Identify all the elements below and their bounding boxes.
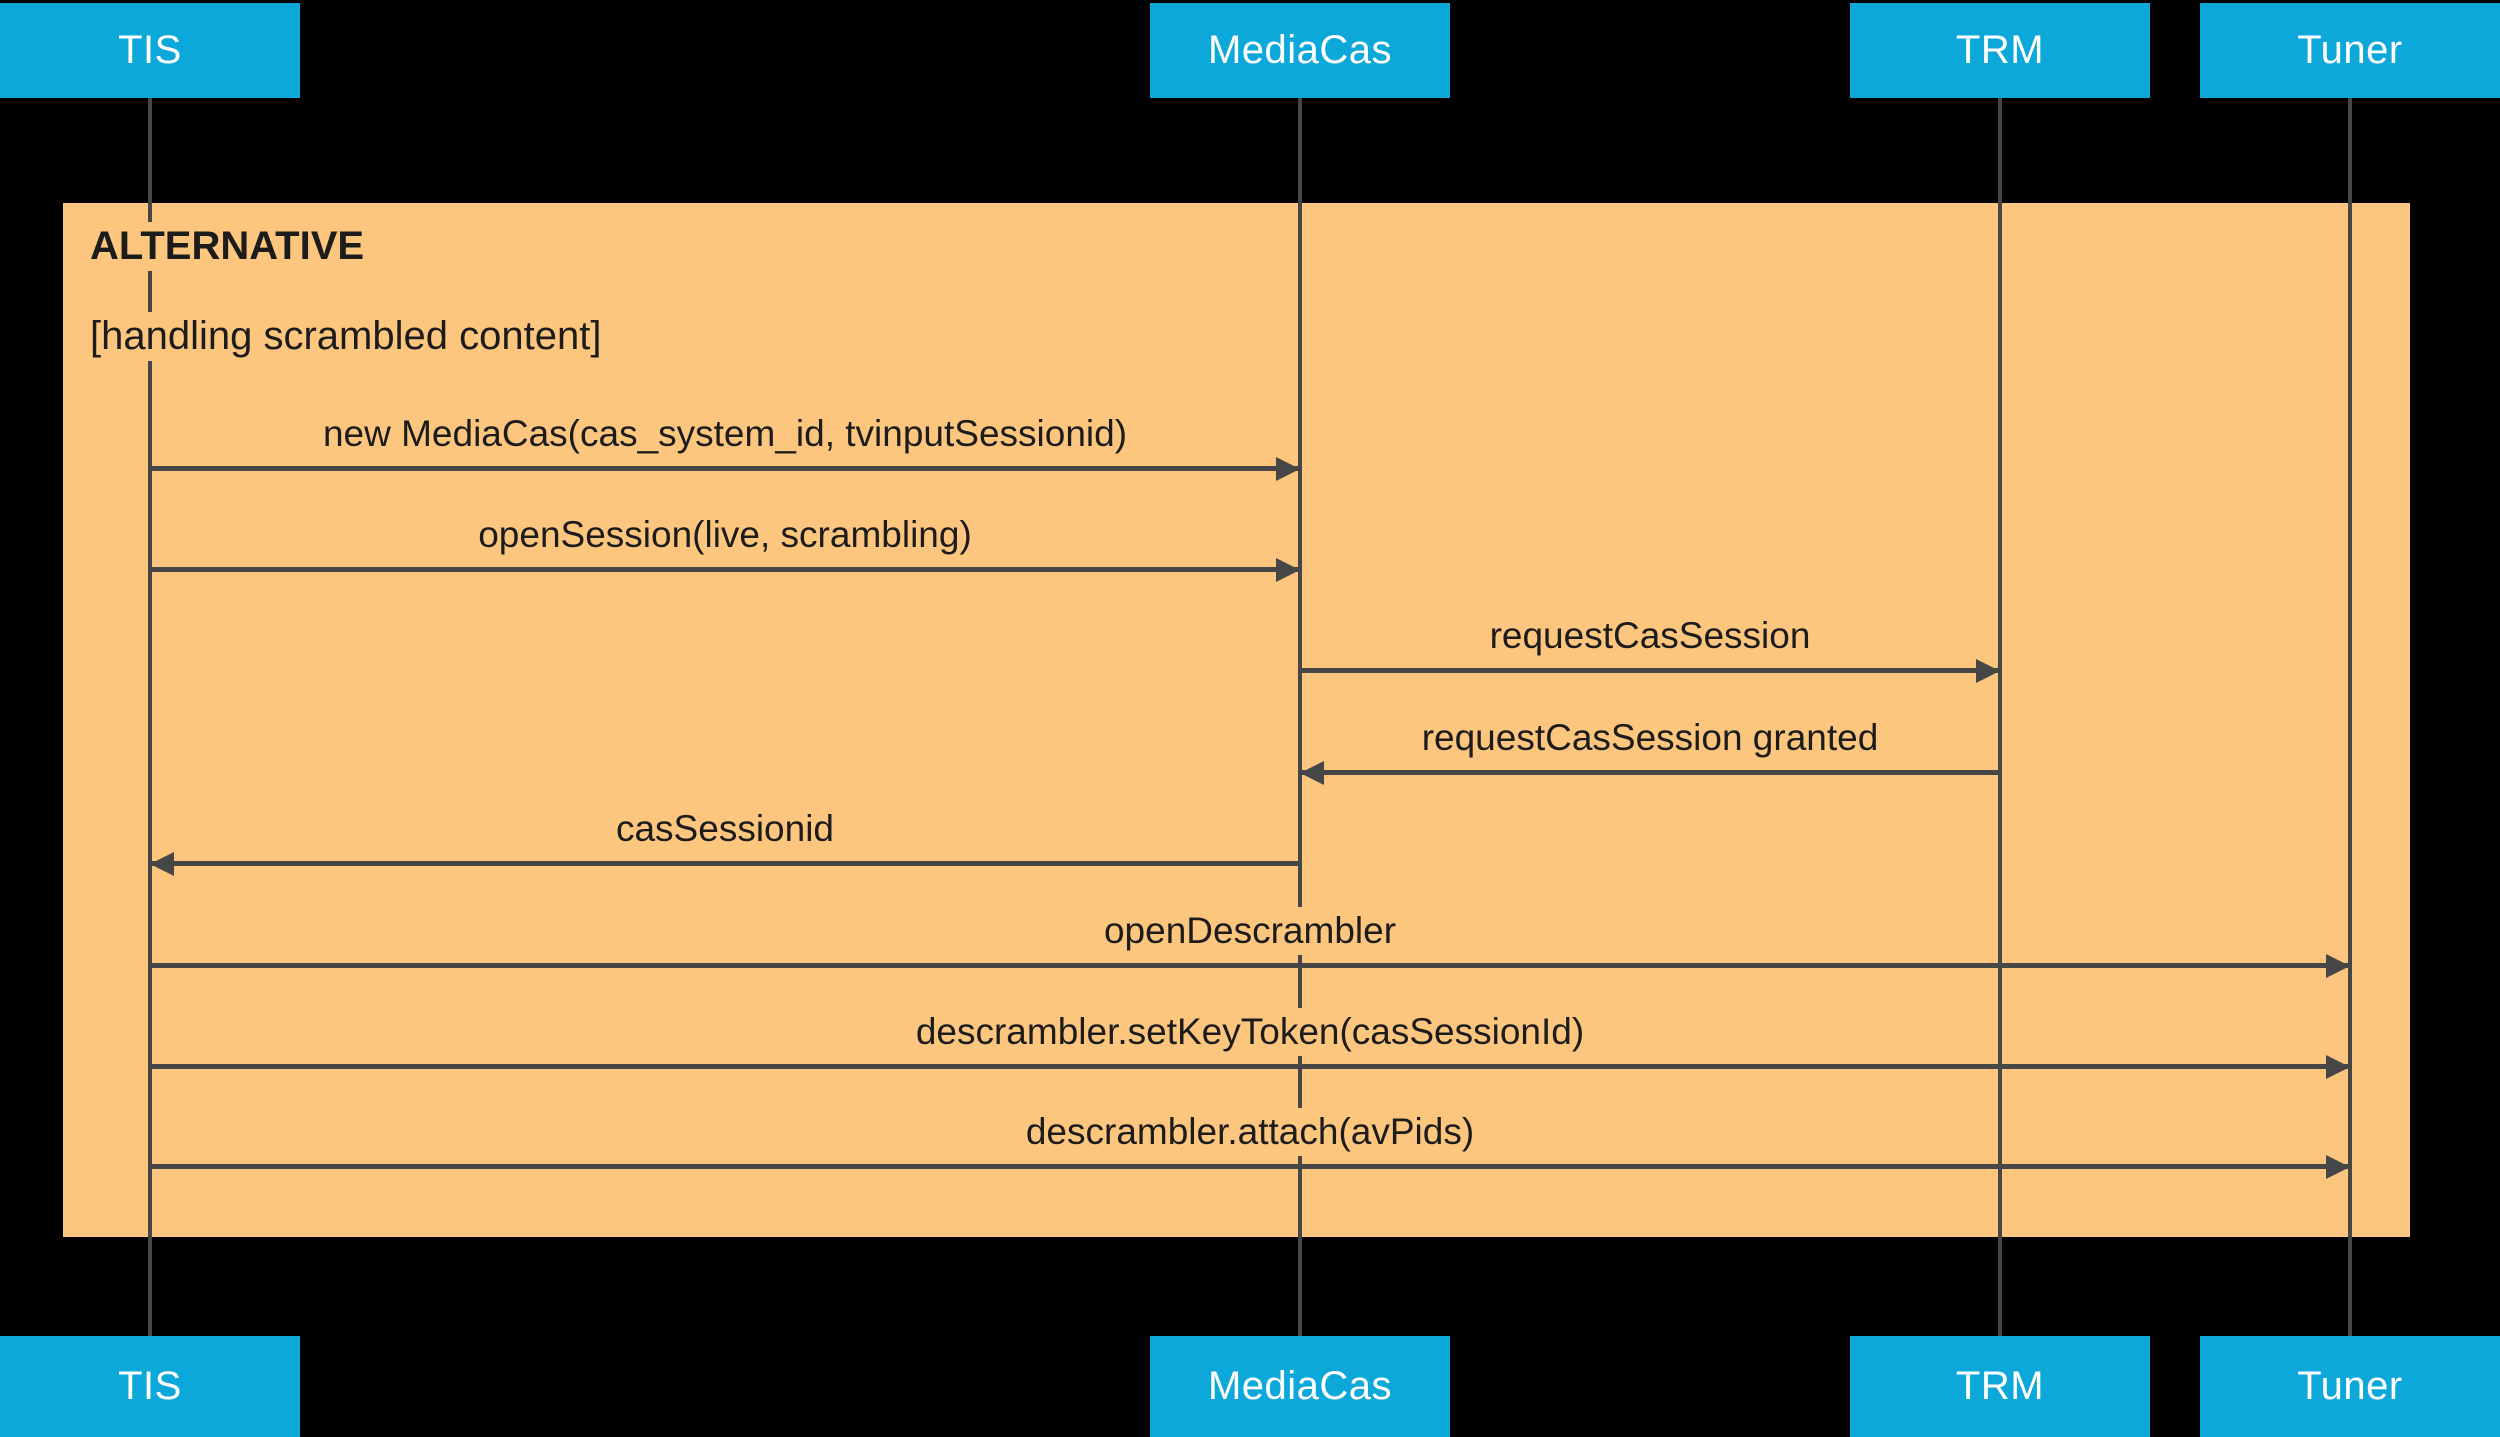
arrowhead-left-icon [1300,760,1324,785]
message-arrow-line [150,466,1300,471]
lifeline-tuner [2348,98,2352,1337]
message-label: descrambler.setKeyToken(casSessionId) [150,1004,2350,1056]
message-label-text: openDescrambler [1089,907,1411,955]
message-arrow-line [150,861,1300,866]
message-label-text: casSessionid [601,805,848,853]
actor-box-trm-top: TRM [1850,3,2150,98]
lifeline-mediacas [1298,98,1302,1337]
message-label: requestCasSession granted [1300,710,2000,762]
lifeline-trm [1998,98,2002,1337]
arrowhead-left-icon [150,851,174,876]
actor-label-trm: TRM [1955,28,2045,72]
actor-box-tuner-top: Tuner [2200,3,2500,98]
arrowhead-right-icon [1276,456,1300,481]
message-arrow-line [150,1064,2350,1069]
message-label-text: requestCasSession granted [1407,714,1893,762]
message-label-text: descrambler.setKeyToken(casSessionId) [901,1008,1599,1056]
message-label-text: descrambler.attach(avPids) [1011,1108,1489,1156]
actor-label-trm: TRM [1955,1364,2045,1408]
actor-box-trm-bottom: TRM [1850,1336,2150,1437]
message-label: new MediaCas(cas_system_id, tvinputSessi… [150,406,1300,458]
arrowhead-right-icon [1976,658,2000,683]
message-arrow-line [150,567,1300,572]
actor-label-mediacas: MediaCas [1207,1364,1393,1408]
actor-label-tis: TIS [118,1364,182,1408]
message-label: openDescrambler [150,903,2350,955]
arrowhead-right-icon [2326,1054,2350,1079]
message-label-text: new MediaCas(cas_system_id, tvinputSessi… [308,410,1142,458]
message-arrow-line [150,1164,2350,1169]
message-label-text: openSession(live, scrambling) [464,511,986,559]
actor-label-mediacas: MediaCas [1207,28,1393,72]
arrowhead-right-icon [2326,953,2350,978]
actor-label-tuner: Tuner [2297,28,2403,72]
frame-condition: [handling scrambled content] [90,312,620,361]
message-label-text: requestCasSession [1475,612,1825,660]
actor-label-tuner: Tuner [2297,1364,2403,1408]
arrowhead-right-icon [2326,1154,2350,1179]
message-label: requestCasSession [1300,608,2000,660]
frame-title: ALTERNATIVE [90,222,383,271]
message-arrow-line [1300,770,2000,775]
lifeline-tis [148,98,152,1337]
actor-box-mediacas-bottom: MediaCas [1150,1336,1450,1437]
actor-box-tuner-bottom: Tuner [2200,1336,2500,1437]
message-label: openSession(live, scrambling) [150,507,1300,559]
message-label: casSessionid [150,801,1300,853]
arrowhead-right-icon [1276,557,1300,582]
actor-box-tis-bottom: TIS [0,1336,300,1437]
actor-box-mediacas-top: MediaCas [1150,3,1450,98]
actor-box-tis-top: TIS [0,3,300,98]
actor-label-tis: TIS [118,28,182,72]
message-label: descrambler.attach(avPids) [150,1104,2350,1156]
message-arrow-line [150,963,2350,968]
message-arrow-line [1300,668,2000,673]
